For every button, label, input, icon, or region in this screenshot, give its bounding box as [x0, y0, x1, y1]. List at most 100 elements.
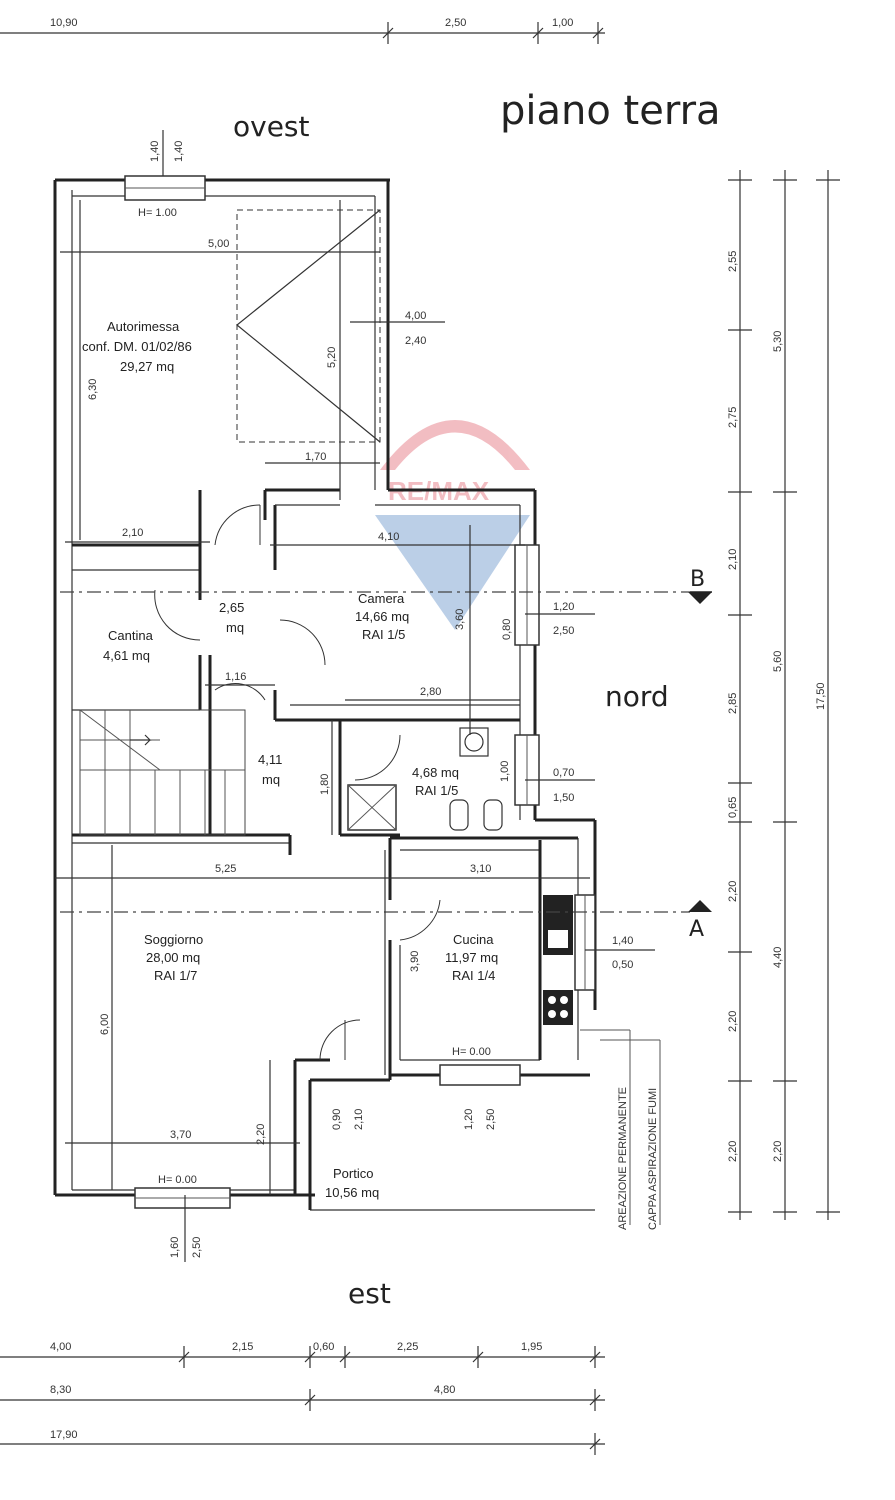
dim-170: 1,70: [305, 451, 326, 463]
room-camera: Camera 14,66 mq RAI 1/5: [355, 591, 409, 642]
dim-right-b-4: 2,20: [772, 1141, 784, 1162]
room-name: Portico: [333, 1166, 373, 1181]
orientation-north: nord: [605, 680, 669, 713]
remax-balloon-icon: [380, 420, 530, 470]
room-portico: Portico 10,56 mq: [325, 1166, 379, 1200]
room-note: conf. DM. 01/02/86: [82, 339, 192, 354]
dim-right-a-3: 2,10: [727, 549, 739, 570]
dim-bottom-1-1: 4,00: [50, 1341, 71, 1353]
room-cantina: Cantina 4,61 mq: [103, 628, 154, 663]
room-bagno: 4,68 mq RAI 1/5: [412, 765, 459, 798]
dim-630: 6,30: [87, 379, 99, 400]
section-lines: B A: [60, 567, 712, 942]
dim-right-b-1: 5,30: [772, 331, 784, 352]
orientation-west: ovest: [233, 110, 310, 143]
dim-120b: 1,20: [463, 1109, 475, 1130]
room-rai: RAI 1/5: [415, 783, 458, 798]
room-disimpegno: 2,65 mq: [219, 600, 244, 635]
dim-h-soggiorno: H= 0.00: [158, 1174, 197, 1186]
stair-arrow-icon: [130, 734, 152, 746]
dim-h-cucina: H= 0.00: [452, 1046, 491, 1058]
dim-top-250: 2,50: [445, 17, 466, 29]
room-name: Cucina: [453, 932, 494, 947]
room-scala: 4,11 mq: [258, 752, 282, 787]
room-area: 14,66 mq: [355, 609, 409, 624]
dim-right-a-8: 2,20: [727, 1141, 739, 1162]
dim-right-b-3: 4,40: [772, 947, 784, 968]
note-cappa: CAPPA ASPIRAZIONE FUMI: [647, 1088, 659, 1230]
dim-070: 0,70: [553, 767, 574, 779]
room-area: 4,68 mq: [412, 765, 459, 780]
dim-150: 1,50: [553, 792, 574, 804]
room-name: Autorimessa: [107, 319, 180, 334]
dim-116: 1,16: [225, 671, 246, 683]
room-area: 11,97 mq: [445, 950, 498, 965]
room-area: 28,00 mq: [146, 950, 200, 965]
bottom-dimension-chains: [0, 1346, 605, 1455]
dim-h-garage: H= 1.00: [138, 207, 177, 219]
dim-right-c: 17,50: [815, 682, 827, 710]
room-rai: RAI 1/7: [154, 968, 197, 983]
page-title: piano terra: [500, 88, 721, 134]
dim-400: 4,00: [405, 310, 426, 322]
dim-210: 2,10: [122, 527, 143, 539]
dim-top-1090: 10,90: [50, 17, 78, 29]
dim-280: 2,80: [420, 686, 441, 698]
room-area: 10,56 mq: [325, 1185, 379, 1200]
garage-door-opening: [236, 209, 381, 443]
dim-bottom-3: 17,90: [50, 1429, 78, 1441]
shower-icon: [347, 784, 397, 831]
dim-520: 5,20: [326, 347, 338, 368]
dim-right-b-2: 5,60: [772, 651, 784, 672]
dim-210b: 2,10: [353, 1109, 365, 1130]
dim-right-a-1: 2,55: [727, 251, 739, 272]
top-dimension-chain: 10,90 2,50 1,00: [0, 17, 605, 44]
room-unit: mq: [226, 620, 244, 635]
internal-dimensions: [55, 200, 661, 1225]
room-name: Cantina: [108, 628, 154, 643]
right-dimension-chains: [728, 170, 840, 1220]
stove-icon: [543, 990, 573, 1025]
room-unit: mq: [262, 772, 280, 787]
dim-bottom-1-3: 0,60: [313, 1341, 334, 1353]
dim-bottom-2-2: 4,80: [434, 1384, 455, 1396]
dim-140: 1,40: [612, 935, 633, 947]
room-area: 29,27 mq: [120, 359, 174, 374]
orientation-east: est: [348, 1277, 391, 1310]
remax-diamond-icon: [375, 515, 530, 630]
walls: [53, 178, 597, 1211]
dim-500: 5,00: [208, 238, 229, 250]
room-rai: RAI 1/4: [452, 968, 495, 983]
dim-bottom-1-5: 1,95: [521, 1341, 542, 1353]
dim-080: 0,80: [501, 619, 513, 640]
dim-win-top-2: 1,40: [173, 141, 185, 162]
dim-win-bottom-1: 1,60: [169, 1237, 181, 1258]
room-soggiorno: Soggiorno 28,00 mq RAI 1/7: [144, 932, 203, 983]
dim-win-top-1: 1,40: [149, 141, 161, 162]
room-value: 4,11: [258, 752, 282, 767]
dim-600: 6,00: [99, 1014, 111, 1035]
dim-bottom-1-2: 2,15: [232, 1341, 253, 1353]
staircase: [79, 709, 246, 836]
dim-bottom-1-4: 2,25: [397, 1341, 418, 1353]
room-rai: RAI 1/5: [362, 627, 405, 642]
sink-icon: [459, 727, 489, 757]
room-name: Camera: [358, 591, 405, 606]
room-cucina: Cucina 11,97 mq RAI 1/4: [445, 932, 498, 983]
section-mark-a: A: [689, 917, 704, 942]
dim-310: 3,10: [470, 863, 491, 875]
dim-180: 1,80: [319, 774, 331, 795]
dim-410: 4,10: [378, 531, 399, 543]
room-name: Soggiorno: [144, 932, 203, 947]
dim-top-100: 1,00: [552, 17, 573, 29]
dim-050: 0,50: [612, 959, 633, 971]
dim-240: 2,40: [405, 335, 426, 347]
dim-100: 1,00: [499, 761, 511, 782]
dim-525: 5,25: [215, 863, 236, 875]
dim-390: 3,90: [409, 951, 421, 972]
section-mark-b: B: [690, 567, 705, 592]
dim-right-a-5: 0,65: [727, 797, 739, 818]
bidet-icon: [483, 799, 503, 831]
toilet-icon: [449, 799, 469, 831]
